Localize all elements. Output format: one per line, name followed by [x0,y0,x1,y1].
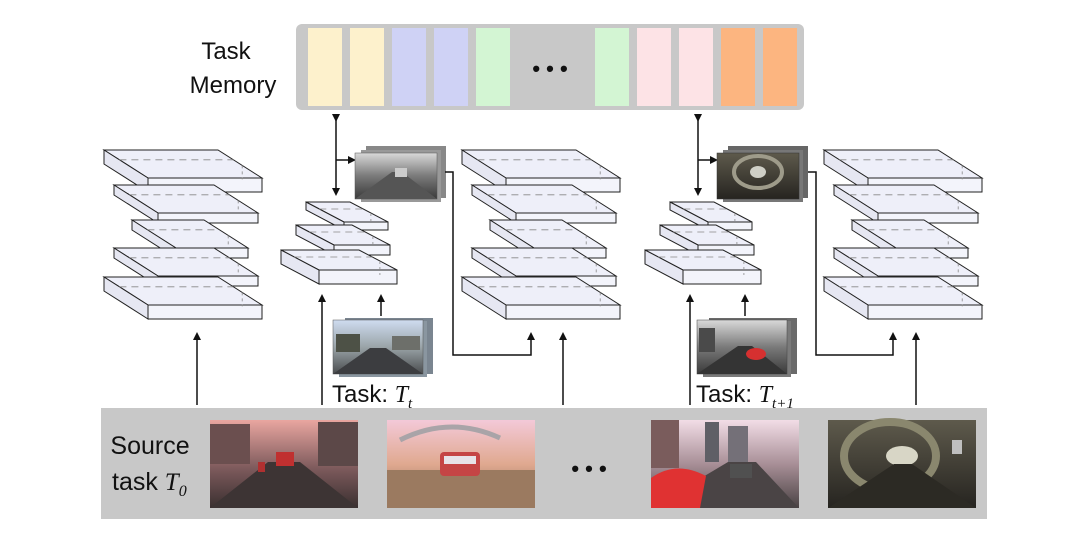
memory-slot [637,28,671,106]
source-subscript: 0 [179,483,187,500]
thumb-to-net3-arrow [808,171,897,356]
task-t-thumbnail [332,318,433,377]
memory-slot [721,28,755,106]
task-t-prefix: Task: [332,381,395,408]
task-t1-symbol: T [759,382,774,408]
task-t-label: Task: Tt [332,381,413,412]
source-symbol: T [165,469,181,496]
memory-slot [350,28,384,106]
source-label-task: task [112,468,165,496]
network-layer [832,184,980,224]
memory-connectors [332,114,718,196]
task-network-layer [644,249,762,285]
source-task-panel: Source task T0 • • • [101,408,987,519]
memory-slot [476,28,510,106]
source-image-1 [210,420,358,508]
task-t-subscript: t [408,396,413,412]
memory-slot [763,28,797,106]
base-network-1 [102,149,264,320]
source-image-3 [651,420,799,508]
task-network-t1 [644,201,762,285]
memory-sample-thumbnail-2 [716,146,808,202]
base-network-2 [460,149,622,320]
source-image-4 [828,418,976,508]
network-layer [112,184,260,224]
memory-sample-thumbnail-1 [354,146,446,202]
network-layer [102,276,264,320]
source-image-2 [387,420,535,508]
memory-slot [434,28,468,106]
network-layer [822,276,984,320]
memory-label-line1: Task [201,38,251,65]
source-label-line2: task T0 [112,468,187,500]
source-ellipsis: • • • [571,456,606,481]
memory-slot [679,28,713,106]
memory-slots-right [595,28,797,106]
memory-slot [595,28,629,106]
flow-arrows [193,171,920,405]
memory-ellipsis: • • • [532,56,567,81]
network-layer [460,276,622,320]
network-layer [460,149,622,193]
task-t1-prefix: Task: [696,381,759,408]
network-layer [470,184,618,224]
memory-slot [308,28,342,106]
task-network-layer [280,249,398,285]
base-network-3 [822,149,984,320]
memory-label-line2: Memory [190,72,277,99]
task-network-t [280,201,398,285]
memory-slots-left [308,28,510,106]
task-t1-label: Task: Tt+1 [696,381,794,412]
networks [102,149,984,320]
thumb-to-net2-arrow [445,171,535,356]
task-t-symbol: T [395,382,410,408]
source-label-line1: Source [110,432,189,460]
task-memory: Task Memory • • • [190,24,804,110]
task-network-layer [305,201,389,231]
memory-slot [392,28,426,106]
task-t1-thumbnail [696,318,797,377]
task-network-layer [659,224,755,256]
